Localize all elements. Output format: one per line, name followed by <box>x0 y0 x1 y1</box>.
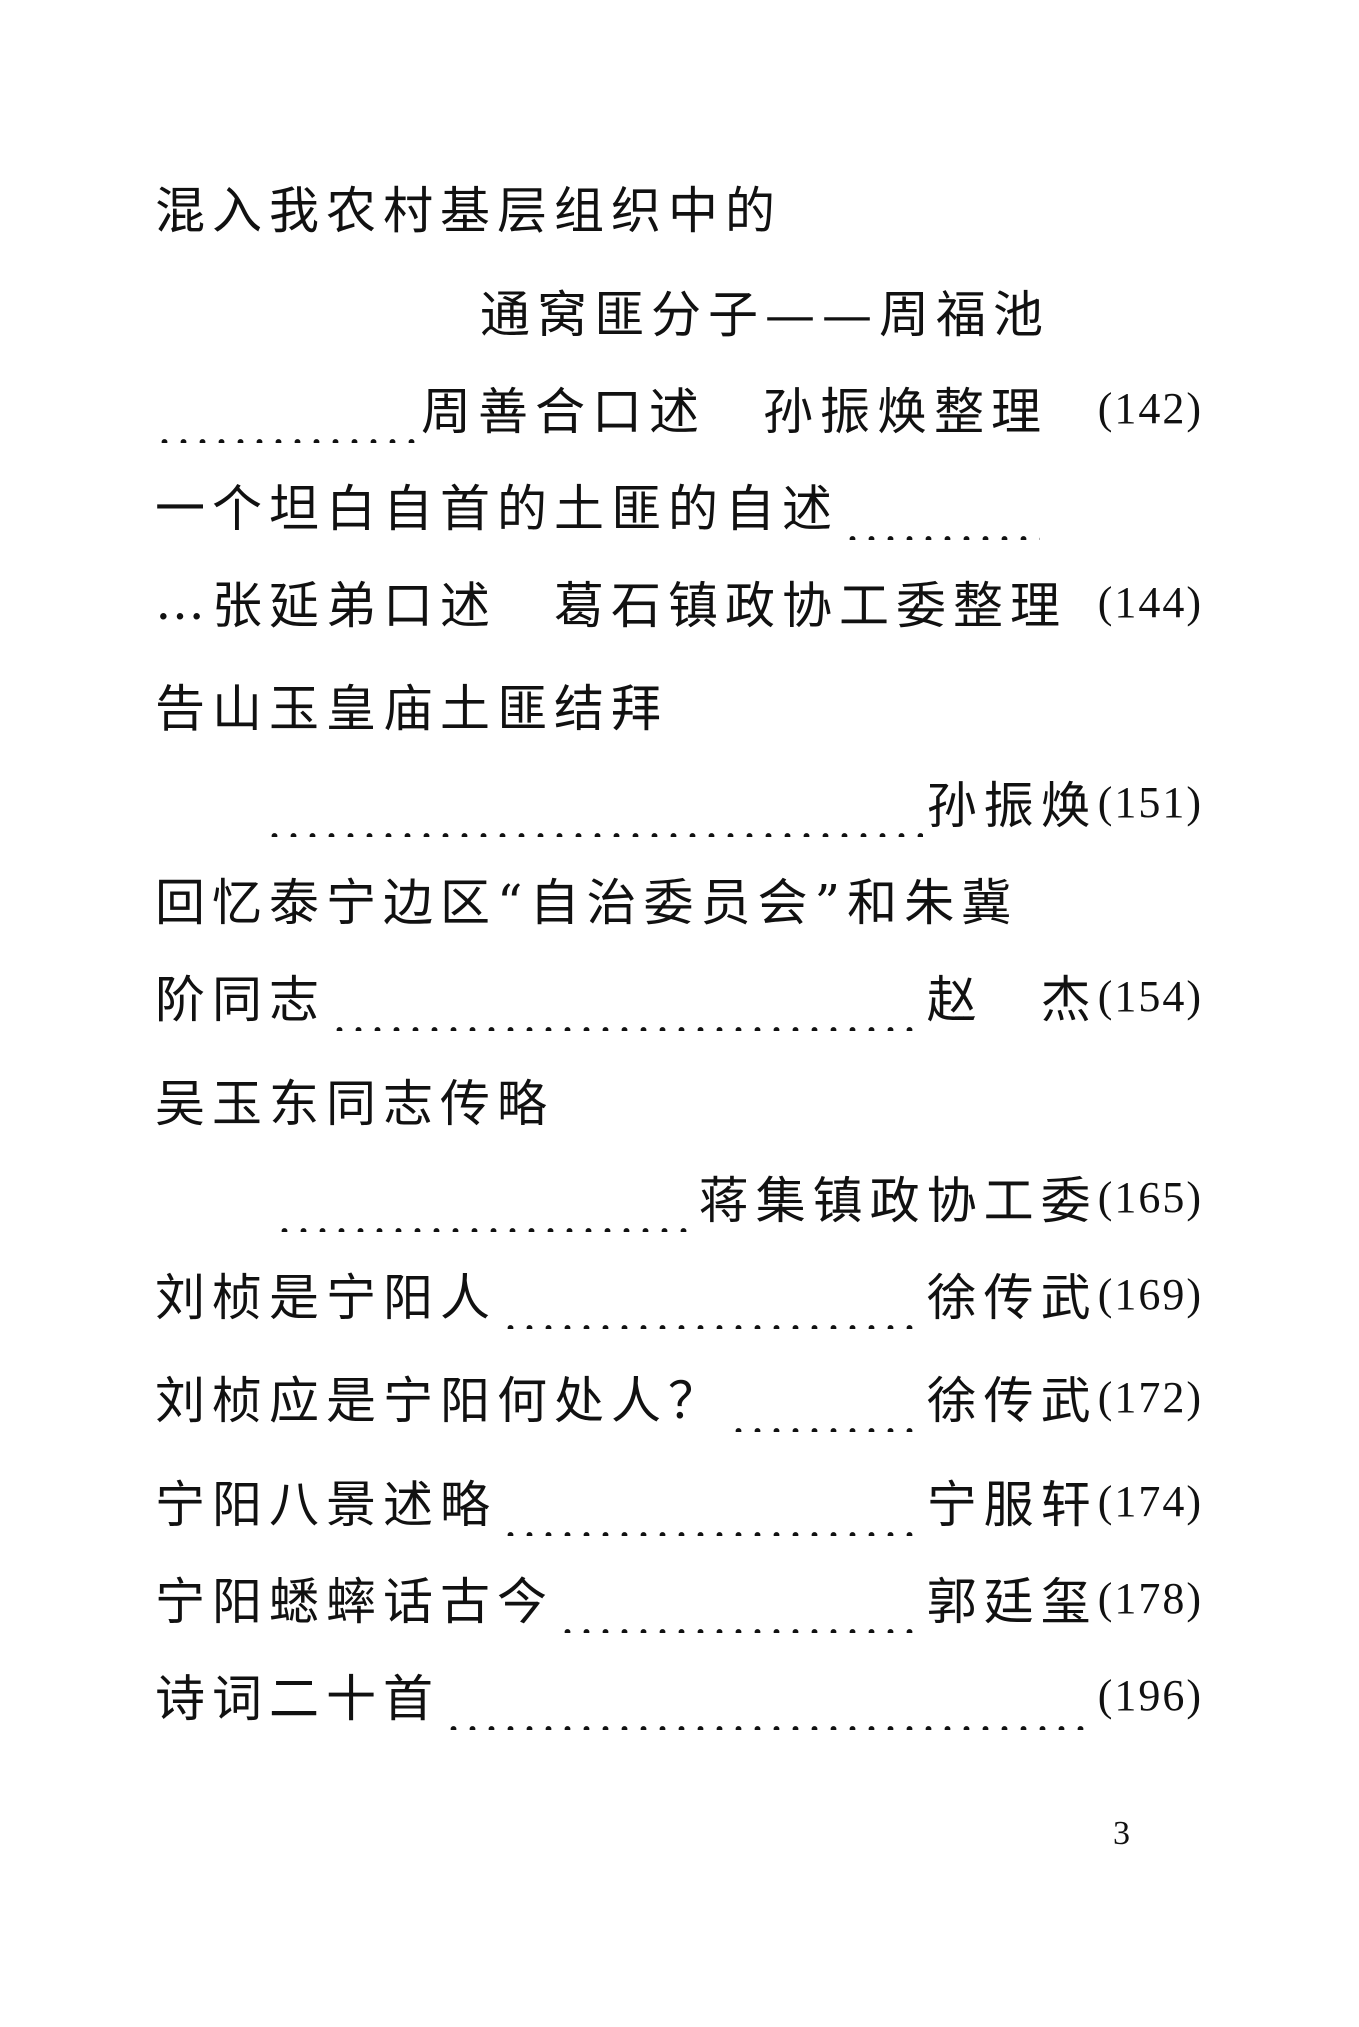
dot-leader <box>275 1162 695 1232</box>
toc-entry-title-line: 一个坦白自首的土匪的自述 <box>155 470 1044 540</box>
toc-entry-author-line: 周善合口述 孙振焕整理 (142) <box>155 373 1203 443</box>
entry-author: 周善合口述 孙振焕整理 <box>421 383 1048 441</box>
entry-page: (172) <box>1097 1372 1203 1422</box>
entry-page: (178) <box>1097 1573 1203 1623</box>
entry-author: 赵 杰 <box>926 971 1098 1029</box>
entry-title: 宁阳八景述略 <box>155 1476 497 1534</box>
entry-title: 通窝匪分子——周福池 <box>480 286 1050 344</box>
entry-title: 吴玉东同志传略 <box>155 1075 554 1133</box>
entry-author: 张延弟口述 葛石镇政协工委整理 <box>212 577 1067 635</box>
entry-title: 诗词二十首 <box>155 1670 440 1728</box>
toc-entry-author-line: 孙振焕 (151) <box>265 767 1203 837</box>
toc-entry-line: 刘桢应是宁阳何处人？ 徐传武 (172) <box>155 1362 1203 1432</box>
page-number: 3 <box>1113 1815 1130 1852</box>
entry-title: 刘桢是宁阳人 <box>155 1269 497 1327</box>
toc-entry-line: 诗词二十首 (196) <box>155 1660 1203 1730</box>
dot-leader <box>501 1259 923 1329</box>
dot-leader <box>501 1466 923 1536</box>
dot-leader <box>330 961 923 1031</box>
entry-title: 回忆泰宁边区“自治委员会”和朱冀 <box>155 874 1019 932</box>
toc-entry-author-line: 蒋集镇政协工委 (165) <box>275 1162 1203 1232</box>
toc-entry-title-line: 通窝匪分子——周福池 <box>480 276 1203 346</box>
toc-entry-line: 宁阳八景述略 宁服轩 (174) <box>155 1466 1203 1536</box>
toc-entry-line: 阶同志 赵 杰 (154) <box>155 961 1203 1031</box>
dot-leader <box>729 1362 923 1432</box>
toc-entry-title-line: 混入我农村基层组织中的 <box>155 172 1203 242</box>
entry-page: (154) <box>1097 971 1203 1021</box>
entry-title: 宁阳蟋蟀话古今 <box>155 1573 554 1631</box>
entry-page: (165) <box>1097 1172 1203 1222</box>
toc-entry-title-line: 告山玉皇庙土匪结拜 <box>155 670 1203 740</box>
entry-page: (196) <box>1097 1670 1203 1720</box>
toc-entry-line: 刘桢是宁阳人 徐传武 (169) <box>155 1259 1203 1329</box>
entry-page: (151) <box>1097 777 1203 827</box>
entry-author: 宁服轩 <box>926 1476 1098 1534</box>
entry-page: (142) <box>1097 383 1203 433</box>
dot-leader <box>265 767 923 837</box>
entry-author: 徐传武 <box>926 1269 1098 1327</box>
entry-title: 混入我农村基层组织中的 <box>155 182 782 240</box>
dot-leader <box>843 470 1040 540</box>
entry-title: 一个坦白自首的土匪的自述 <box>155 480 839 538</box>
toc-entry-author-line: … 张延弟口述 葛石镇政协工委整理 (144) <box>155 567 1203 637</box>
entry-author: 郭廷玺 <box>926 1573 1098 1631</box>
entry-title: 告山玉皇庙土匪结拜 <box>155 680 668 738</box>
entry-author: 蒋集镇政协工委 <box>698 1172 1098 1230</box>
entry-page: (169) <box>1097 1269 1203 1319</box>
toc-entry-title-line: 回忆泰宁边区“自治委员会”和朱冀 <box>155 864 1203 934</box>
entry-author: 徐传武 <box>926 1372 1098 1430</box>
dot-leader <box>444 1660 1094 1730</box>
dot-leader-prefix: … <box>155 573 212 631</box>
entry-page: (174) <box>1097 1476 1203 1526</box>
toc-entry-line: 宁阳蟋蟀话古今 郭廷玺 (178) <box>155 1563 1203 1633</box>
dot-leader <box>558 1563 923 1633</box>
entry-page: (144) <box>1097 577 1203 627</box>
entry-title: 刘桢应是宁阳何处人？ <box>155 1372 725 1430</box>
toc-entry-title-line: 吴玉东同志传略 <box>155 1065 1203 1135</box>
dot-leader <box>155 373 417 443</box>
entry-author: 孙振焕 <box>926 777 1098 835</box>
entry-title: 阶同志 <box>155 971 326 1029</box>
